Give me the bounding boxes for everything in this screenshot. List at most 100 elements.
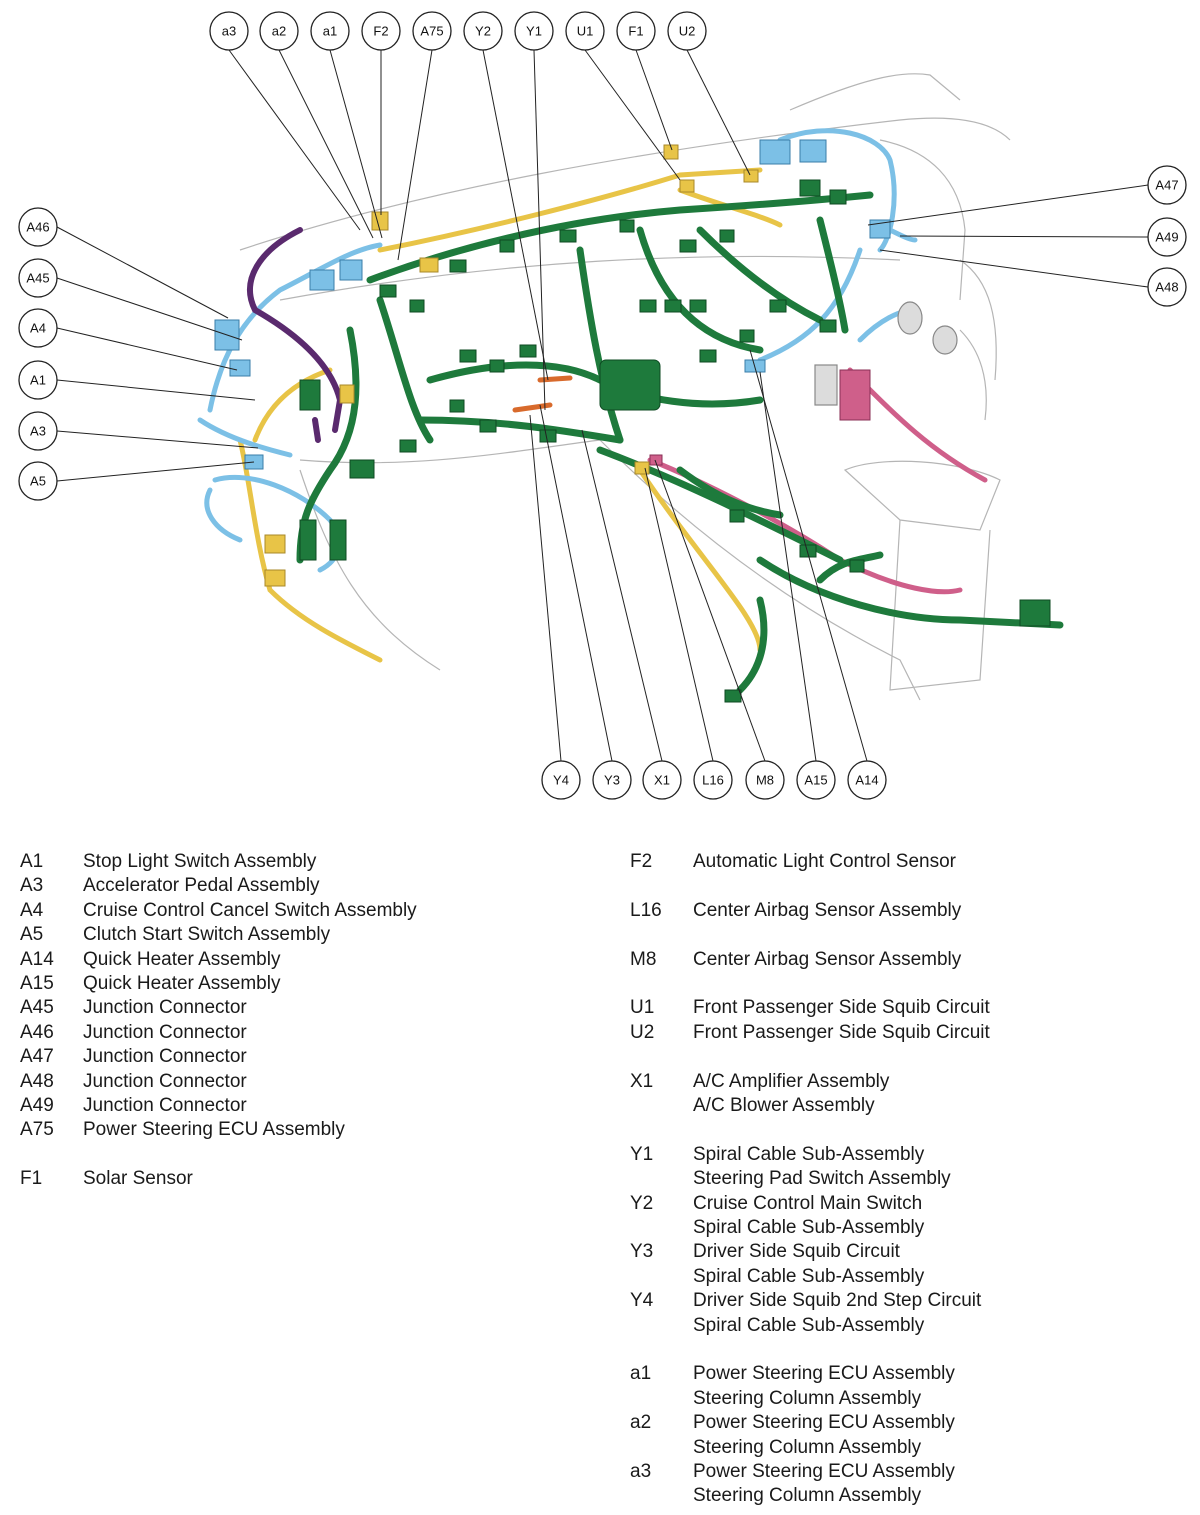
sensor-parts [814,301,958,406]
callout-circle [514,11,554,51]
callout-label: A46 [26,220,49,235]
callout-label: A47 [1155,178,1178,193]
legend-description-line: Quick Heater Assembly [83,973,281,995]
callout-label: A15 [804,773,827,788]
callout-label: a3 [222,24,236,39]
legend-description-line: Clutch Start Switch Assembly [83,924,331,946]
legend-code: A48 [20,1070,54,1092]
legend-description: Center Airbag Sensor Assembly [693,948,961,972]
callout-circle [796,760,836,800]
legend-entry-f2: F2 Automatic Light Control Sensor [630,850,990,874]
legend-code: F1 [20,1168,43,1190]
legend-code: U2 [630,1021,655,1043]
legend-code: A47 [20,1046,54,1068]
legend-description-line: Steering Column Assembly [693,1436,922,1458]
leader-line [56,327,238,371]
callout-circle [693,760,733,800]
callout-circle [259,11,299,51]
leader-line [533,49,546,411]
legend-code: Y1 [630,1143,654,1165]
callout-circle [18,461,58,501]
legend-description-line: Steering Column Assembly [693,1387,922,1409]
legend-code: L16 [630,899,662,921]
leader-line [759,371,817,762]
legend-code: A1 [20,851,44,872]
legend-description-line: Junction Connector [83,997,247,1019]
legend-description-line: A/C Blower Assembly [693,1095,875,1116]
callout-circle [18,308,58,348]
callout-circle [847,760,887,800]
callout-a49: A49 [1147,217,1187,257]
callout-label: a1 [323,24,337,39]
legend-description-line: Junction Connector [83,1095,247,1117]
leader-line [581,429,663,762]
legend-description: Stop Light Switch Assembly [83,850,316,874]
legend-code: a2 [630,1412,652,1434]
legend-code: A15 [20,973,54,995]
callout-label: X1 [654,773,670,788]
leader-lines [56,49,1149,762]
callout-label: Y2 [475,24,491,39]
legend-description-line: Accelerator Pedal Assembly [83,875,320,897]
callout-circle [209,11,249,51]
leader-line [56,226,229,319]
legend-description: Quick Heater Assembly [83,948,280,972]
legend-description-line: Automatic Light Control Sensor [693,851,956,872]
legend-spacer [630,874,990,898]
leader-line [56,277,243,341]
legend-spacer [630,923,990,947]
leader-line [278,49,374,239]
legend-description-line: Quick Heater Assembly [83,948,281,970]
callout-a47: A47 [1147,165,1187,205]
callout-u2: U2 [667,11,707,51]
legend-code: A75 [20,1119,54,1141]
callout-a1: a1 [310,11,350,51]
legend-description-line: Power Steering ECU Assembly [693,1363,955,1385]
callout-circle [541,760,581,800]
legend-code: U1 [630,997,655,1019]
callout-y3: Y3 [592,760,632,800]
legend-description-line: Driver Side Squib Circuit [693,1241,900,1263]
legend-description: Clutch Start Switch Assembly [83,923,330,947]
leader-line [879,249,1149,288]
callout-a14: A14 [847,760,887,800]
legend-spacer [630,1045,990,1069]
leader-line [584,49,681,181]
callout-y2: Y2 [463,11,503,51]
legend-description: Junction Connector [83,996,247,1020]
legend-description: Front Passenger Side Squib Circuit [693,1021,990,1045]
leader-line [635,49,673,151]
callout-a1: A1 [18,360,58,400]
legend-description-line: Cruise Control Main Switch [693,1192,923,1214]
callout-label: Y3 [604,773,620,788]
callout-a46: A46 [18,207,58,247]
legend-description: Junction Connector [83,1070,247,1094]
leader-line [329,49,383,239]
legend-description-line: Power Steering ECU Assembly [693,1412,955,1434]
legend-description-line: Front Passenger Side Squib Circuit [693,1021,990,1043]
callout-label: A14 [855,773,878,788]
callout-m8: M8 [745,760,785,800]
legend-code: Y2 [630,1192,654,1214]
callout-circle [463,11,503,51]
leader-line [529,414,562,762]
legend-code: F2 [630,851,653,872]
callout-circle [18,360,58,400]
legend-description-line: Stop Light Switch Assembly [83,851,317,872]
legend-description-line: Cruise Control Cancel Switch Assembly [83,899,417,921]
callout-label: A4 [30,321,46,336]
